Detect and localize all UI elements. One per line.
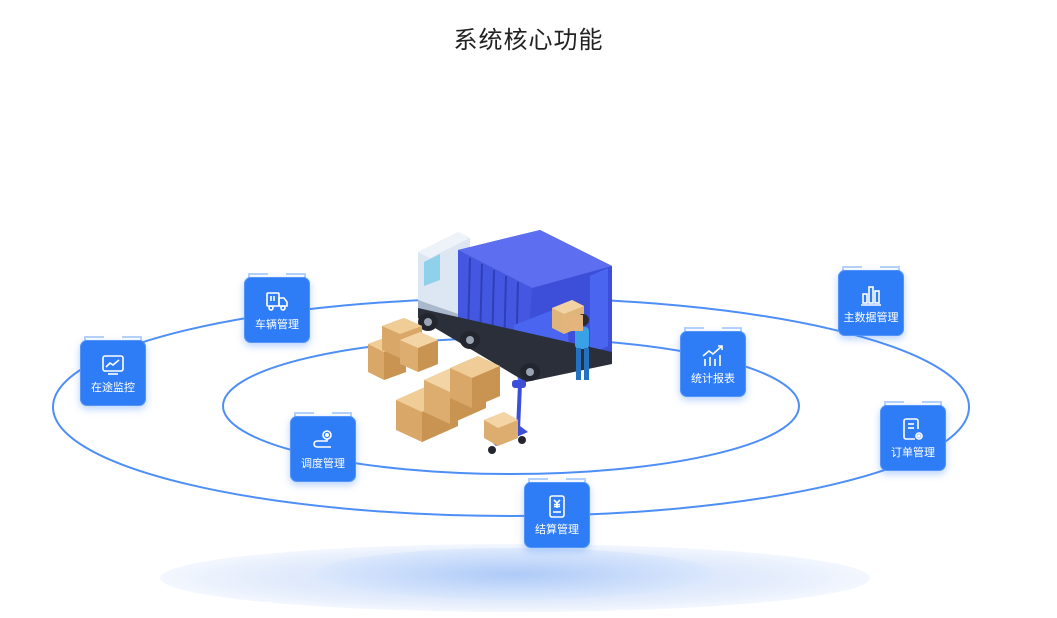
worker (563, 314, 589, 380)
document-gear-icon (903, 418, 923, 440)
module-label: 在途监控 (91, 381, 135, 394)
module-settlement-management[interactable]: 结算管理 (524, 478, 590, 548)
yuan-document-icon (549, 495, 565, 518)
trend-bars-icon (702, 345, 723, 366)
route-pin-icon (313, 430, 332, 448)
module-transit-monitoring[interactable]: 在途监控 (80, 336, 146, 406)
pallet-jack (484, 380, 528, 454)
module-master-data-management[interactable]: 主数据管理 (838, 266, 904, 336)
line-chart-icon (102, 355, 124, 375)
module-vehicle-management[interactable]: 车辆管理 (244, 273, 310, 343)
module-label: 结算管理 (535, 523, 579, 536)
module-dispatch-management[interactable]: 调度管理 (290, 412, 356, 482)
truck (418, 230, 612, 382)
bar-chart-icon (861, 286, 881, 306)
module-label: 订单管理 (891, 446, 935, 459)
module-label: 车辆管理 (255, 318, 299, 331)
module-label: 主数据管理 (843, 311, 899, 324)
truck-icon (266, 292, 288, 311)
module-label: 统计报表 (691, 372, 735, 385)
module-order-management[interactable]: 订单管理 (880, 401, 946, 471)
module-statistics-reports[interactable]: 统计报表 (680, 327, 746, 397)
module-label: 调度管理 (301, 457, 345, 470)
page-title: 系统核心功能 (453, 26, 604, 54)
cargo-boxes (368, 318, 528, 454)
base-platform-inner (315, 548, 715, 600)
